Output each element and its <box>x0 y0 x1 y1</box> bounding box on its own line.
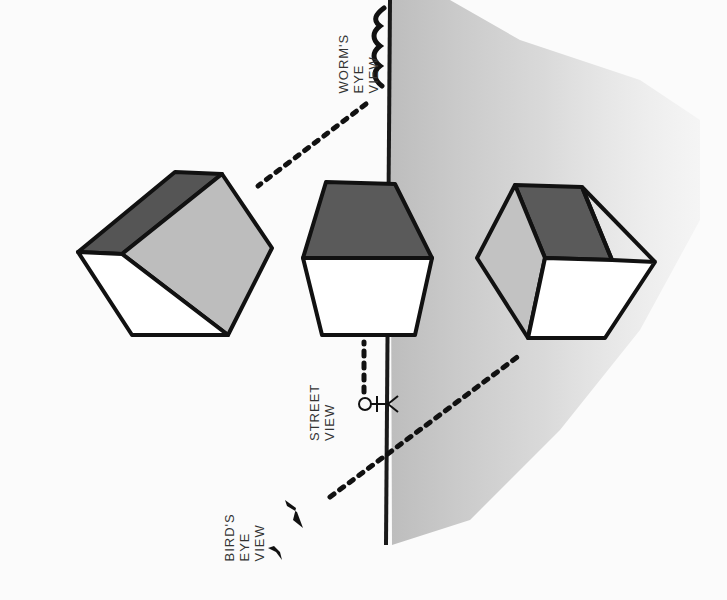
sight-line <box>362 342 367 392</box>
cube-worm <box>78 172 272 335</box>
view-label: STREET VIEW <box>307 379 337 441</box>
view-label: WORM'S EYE VIEW <box>336 31 381 93</box>
bird-figure <box>268 546 282 560</box>
sight-line <box>330 355 520 497</box>
cube-bird <box>477 185 655 338</box>
cube-street <box>303 182 432 335</box>
view-label: BIRD'S EYE VIEW <box>222 495 267 561</box>
sight-line <box>258 104 366 186</box>
bird-figure <box>285 500 303 528</box>
person-figure <box>359 396 398 412</box>
ground-shading <box>390 0 700 545</box>
